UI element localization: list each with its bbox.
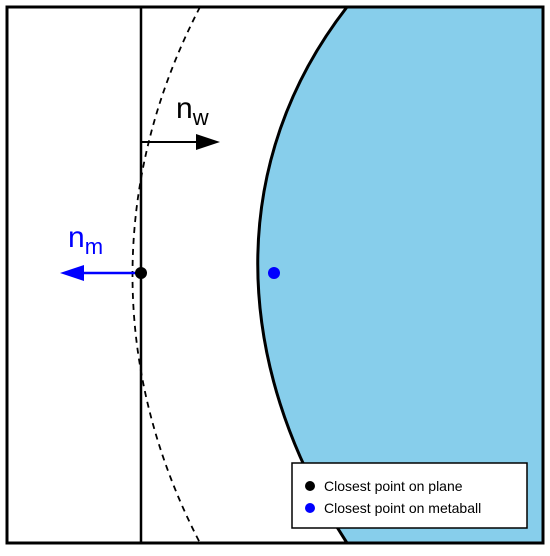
legend-item-metaball: Closest point on metaball xyxy=(305,500,481,516)
legend-box xyxy=(291,462,528,529)
metaball-region xyxy=(257,7,543,543)
wall-normal-arrow xyxy=(141,134,220,150)
dashed-iso-curve xyxy=(131,7,201,543)
metaball-normal-arrow xyxy=(60,265,141,281)
wall-normal-label: nw xyxy=(176,92,209,130)
legend-label-metaball: Closest point on metaball xyxy=(324,500,481,516)
legend-marker-plane xyxy=(305,481,315,491)
metaball-normal-label: nm xyxy=(68,221,103,259)
plane-closest-point xyxy=(135,267,147,279)
metaball-closest-point xyxy=(268,267,280,279)
legend: Closest point on plane Closest point on … xyxy=(291,462,528,529)
legend-label-plane: Closest point on plane xyxy=(324,478,463,494)
legend-item-plane: Closest point on plane xyxy=(305,478,463,494)
plot-frame xyxy=(5,5,545,545)
legend-marker-metaball xyxy=(305,503,315,513)
